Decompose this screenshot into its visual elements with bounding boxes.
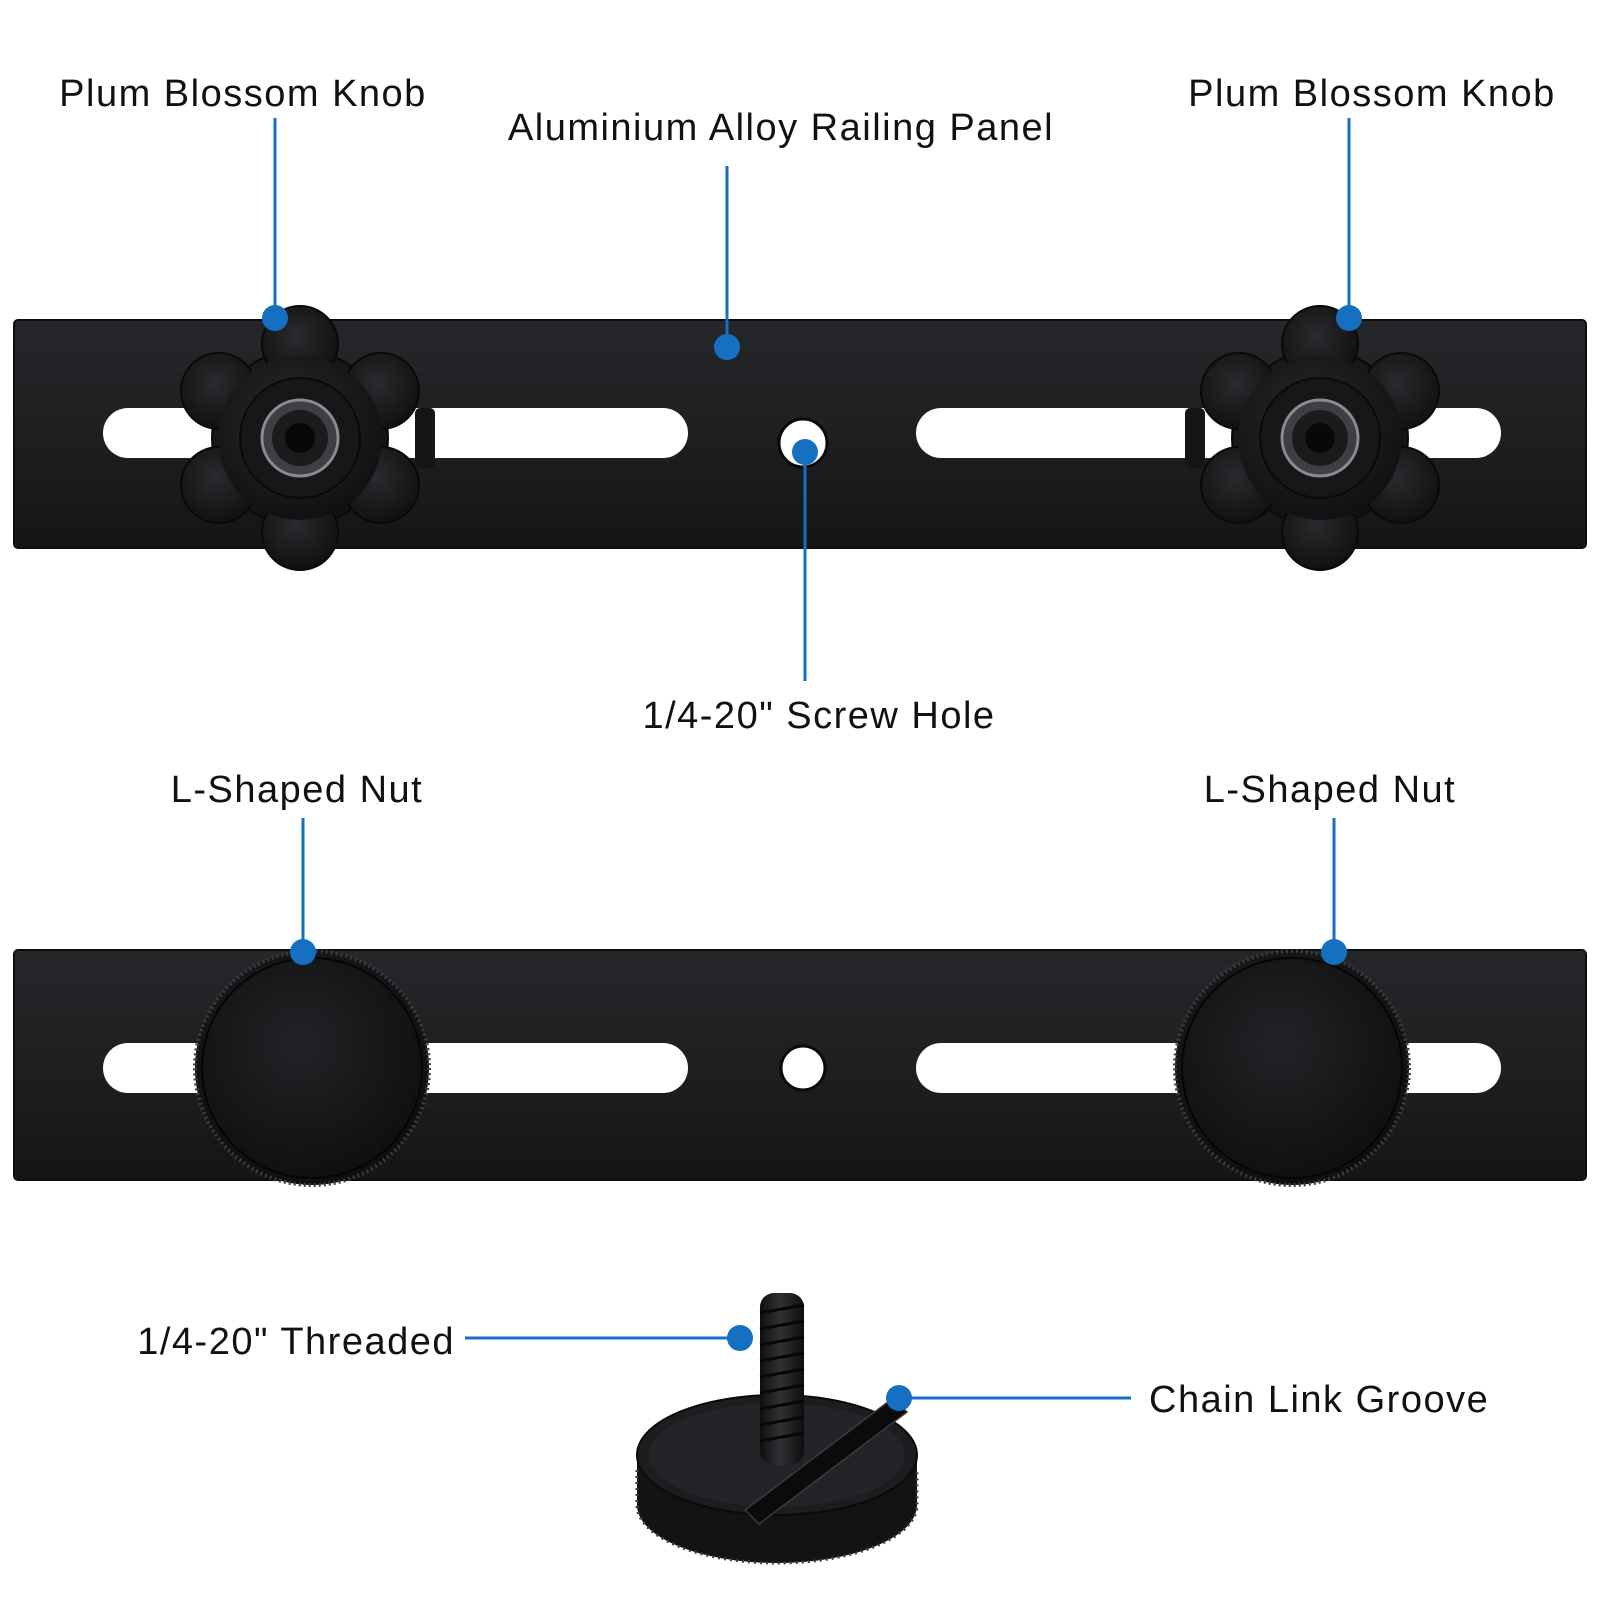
l-shaped-nut-left: [193, 949, 431, 1187]
label-screw-hole: 1/4-20" Screw Hole: [642, 695, 995, 737]
callout-nut-left: L-Shaped Nut: [171, 769, 424, 965]
label-threaded: 1/4-20" Threaded: [137, 1321, 455, 1363]
callout-railing-panel: Aluminium Alloy Railing Panel: [508, 107, 1054, 360]
thumb-screw: [635, 1293, 919, 1565]
callout-nut-right: L-Shaped Nut: [1204, 769, 1457, 965]
chain-link-groove: [743, 1397, 909, 1525]
screw-hole-bottom: [779, 1044, 827, 1092]
callout-threaded: 1/4-20" Threaded: [137, 1321, 753, 1363]
label-railing-panel: Aluminium Alloy Railing Panel: [508, 107, 1054, 149]
label-nut-left: L-Shaped Nut: [171, 769, 424, 811]
label-chain-groove: Chain Link Groove: [1149, 1379, 1489, 1421]
callout-chain-groove: Chain Link Groove: [886, 1379, 1489, 1421]
callout-knob-right: Plum Blossom Knob: [1188, 73, 1556, 331]
callout-knob-left: Plum Blossom Knob: [59, 73, 427, 331]
l-shaped-nut-right: [1173, 949, 1411, 1187]
label-knob-right: Plum Blossom Knob: [1188, 73, 1556, 115]
label-nut-right: L-Shaped Nut: [1204, 769, 1457, 811]
label-knob-left: Plum Blossom Knob: [59, 73, 427, 115]
plum-blossom-knob-left: [180, 305, 435, 571]
plum-blossom-knob-right: [1185, 305, 1440, 571]
callout-screw-hole: 1/4-20" Screw Hole: [642, 439, 995, 737]
